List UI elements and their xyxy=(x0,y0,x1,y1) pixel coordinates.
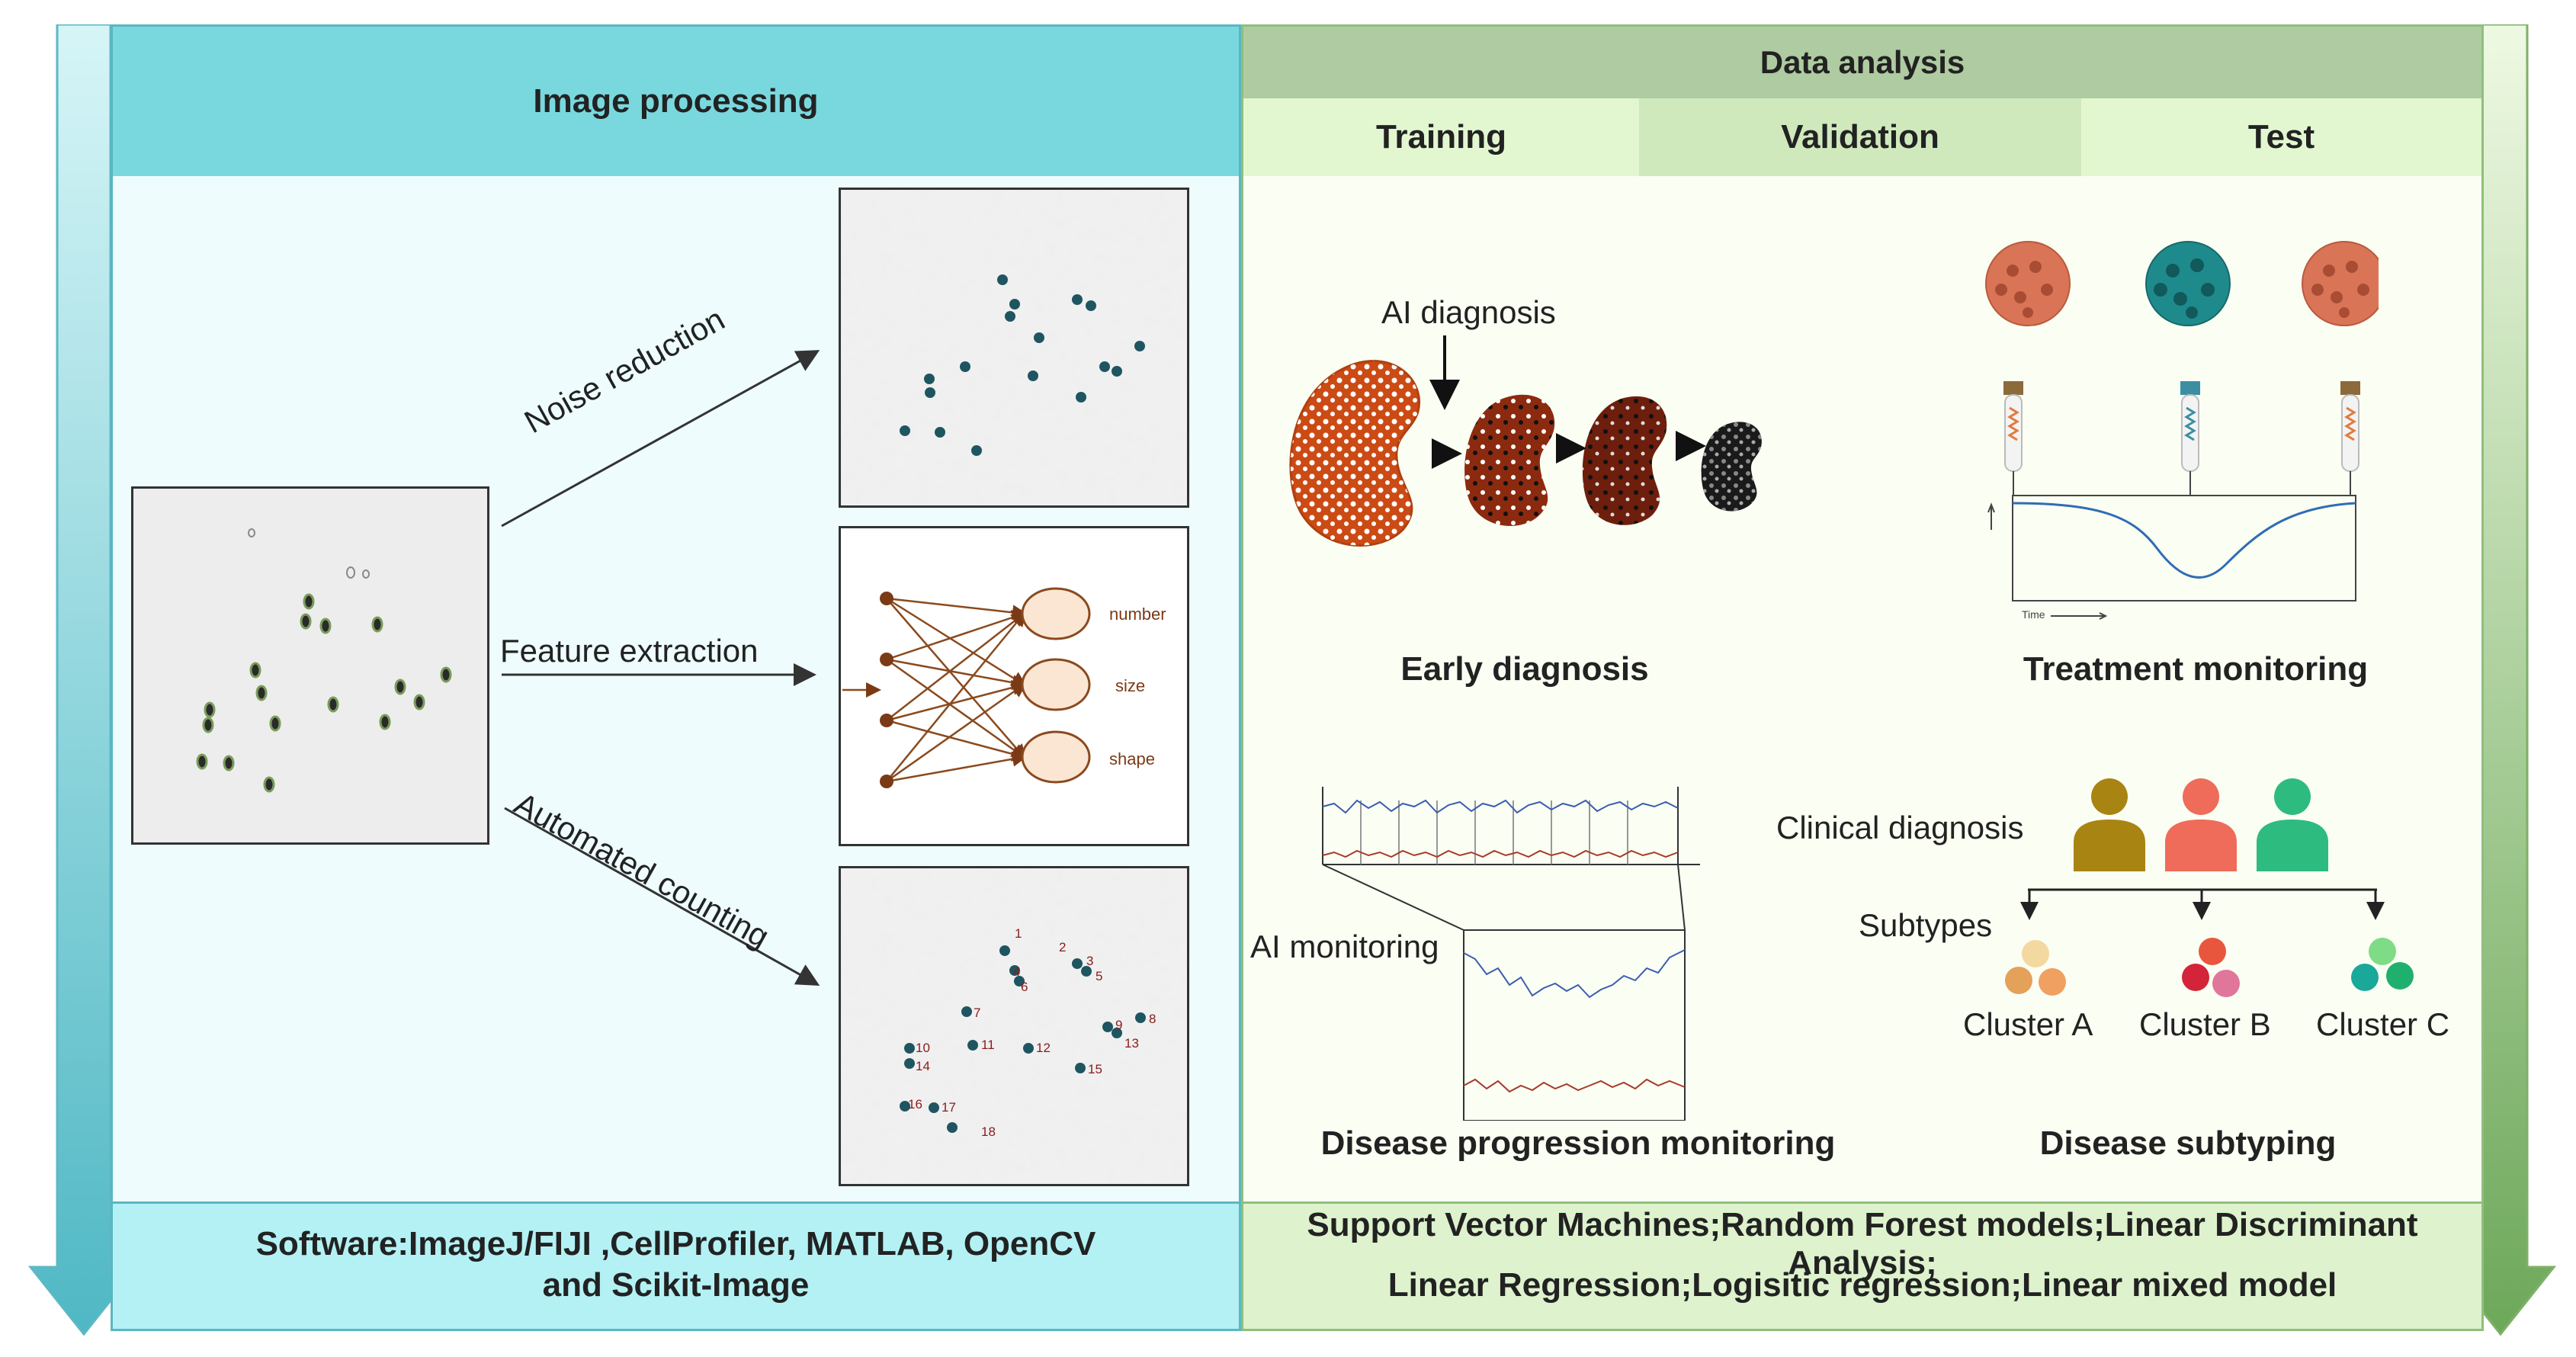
image-processing-title: Image processing xyxy=(533,82,819,120)
time-axis-label: Time xyxy=(2022,608,2045,621)
count-13: 13 xyxy=(1124,1036,1139,1051)
subtype-tree xyxy=(2020,888,2385,920)
subtypes-label: Subtypes xyxy=(1859,907,1993,943)
count-8: 8 xyxy=(1149,1012,1156,1026)
software-line-2: and Scikit-Image xyxy=(542,1266,810,1304)
ai-diagnosis-label: AI diagnosis xyxy=(1381,294,1556,330)
tab-validation-label: Validation xyxy=(1781,118,1939,156)
count-15: 15 xyxy=(1088,1062,1102,1076)
ai-monitoring-graphic xyxy=(1322,787,1700,1121)
cluster-dots xyxy=(2005,938,2414,997)
ai-monitoring-label: AI monitoring xyxy=(1250,929,1439,964)
count-9: 9 xyxy=(1115,1018,1123,1032)
counted-image: 1 2 3 4 5 6 7 8 9 10 11 12 13 14 15 16 1… xyxy=(839,866,1189,1186)
count-1: 1 xyxy=(1015,926,1022,941)
left-footer: Software:ImageJ/FIJI ,CellProfiler, MATL… xyxy=(113,1201,1239,1329)
tab-validation: Validation xyxy=(1639,98,2081,176)
treatment-monitoring-graphic xyxy=(1985,241,2379,620)
count-14: 14 xyxy=(916,1059,930,1073)
count-7: 7 xyxy=(974,1006,981,1020)
tab-training: Training xyxy=(1243,98,1639,176)
processing-arrows xyxy=(501,350,820,986)
patients-icon xyxy=(2074,778,2328,871)
kidney-progression xyxy=(1289,335,1762,547)
count-17: 17 xyxy=(942,1100,956,1115)
methods-line-1: Support Vector Machines;Random Forest mo… xyxy=(1307,1206,2418,1282)
software-line-1: Software:ImageJ/FIJI ,CellProfiler, MATL… xyxy=(255,1225,1096,1262)
feature-label-size: size xyxy=(1115,676,1146,695)
cluster-a-label: Cluster A xyxy=(1963,1006,2093,1042)
treatment-monitoring-label: Treatment monitoring xyxy=(2023,650,2369,688)
clinical-diagnosis-label: Clinical diagnosis xyxy=(1776,810,2024,845)
tab-test: Test xyxy=(2081,98,2481,176)
cluster-b-label: Cluster B xyxy=(2139,1006,2271,1042)
raw-microscopy-image xyxy=(131,486,489,845)
count-18: 18 xyxy=(981,1124,996,1139)
count-12: 12 xyxy=(1036,1041,1051,1055)
feature-label-number: number xyxy=(1109,605,1166,624)
denoised-image xyxy=(839,188,1189,508)
early-diagnosis-label: Early diagnosis xyxy=(1400,650,1649,688)
feature-label-shape: shape xyxy=(1109,749,1155,768)
count-2: 2 xyxy=(1059,940,1067,954)
count-16: 16 xyxy=(908,1097,922,1112)
image-processing-header: Image processing xyxy=(113,27,1239,176)
count-11: 11 xyxy=(981,1038,995,1052)
feature-network-box: number size shape xyxy=(839,526,1189,846)
count-10: 10 xyxy=(916,1041,930,1055)
tab-training-label: Training xyxy=(1375,118,1507,156)
feature-extraction-label: Feature extraction xyxy=(500,633,759,669)
tab-test-label: Test xyxy=(2247,118,2315,156)
count-5: 5 xyxy=(1096,969,1103,983)
count-4: 4 xyxy=(1013,964,1021,979)
data-analysis-header: Data analysis xyxy=(1243,27,2481,98)
right-footer: Support Vector Machines;Random Forest mo… xyxy=(1243,1201,2481,1329)
disease-progression-label: Disease progression monitoring xyxy=(1320,1124,1836,1162)
data-analysis-panel xyxy=(1241,24,2484,1331)
data-analysis-title: Data analysis xyxy=(1760,44,1965,80)
count-3: 3 xyxy=(1086,954,1094,968)
disease-subtyping-label: Disease subtyping xyxy=(2039,1124,2337,1162)
cluster-c-label: Cluster C xyxy=(2316,1006,2450,1042)
count-6: 6 xyxy=(1021,980,1028,994)
methods-line-2: Linear Regression;Logisitic regression;L… xyxy=(1387,1266,2337,1304)
